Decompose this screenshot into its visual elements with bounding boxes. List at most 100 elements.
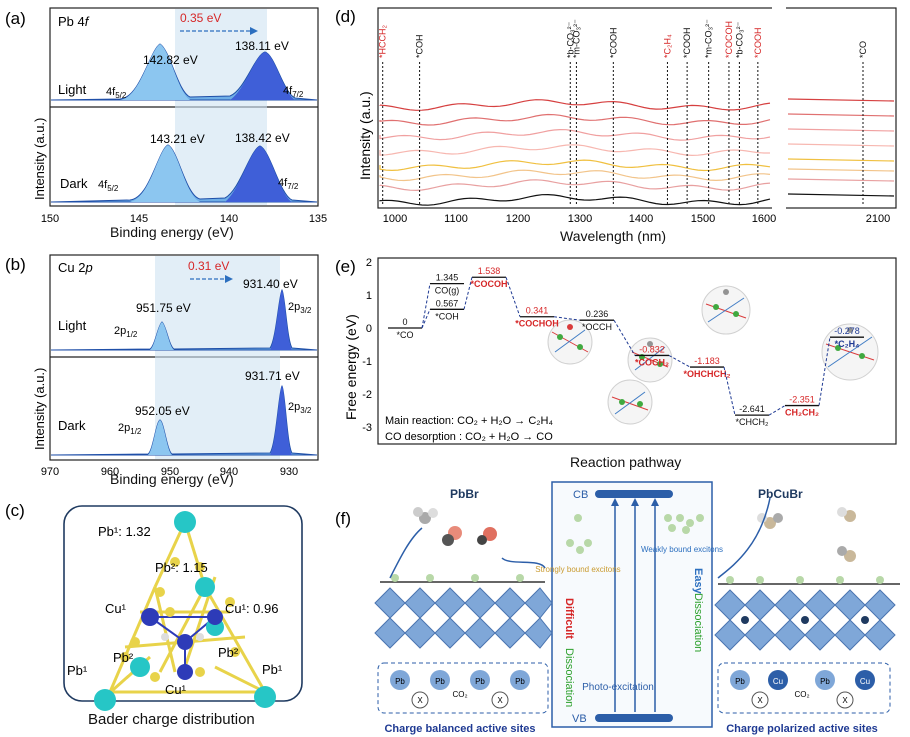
panel-b-dark-condition: Dark xyxy=(58,418,86,433)
panel-c-label-6: Pb¹ xyxy=(67,663,88,678)
marker-label-4: *COOH xyxy=(608,27,618,58)
panel-f-svg: (f) CB VB Photo-excitation Strongly boun… xyxy=(335,481,900,735)
level-label-0: *CO xyxy=(396,330,413,340)
atom-pb1-top xyxy=(174,511,196,533)
pb-label-5: Pb xyxy=(735,677,745,686)
panel-a-light-orb2: 4f7/2 xyxy=(283,85,304,99)
panel-b-svg: (b) Cu 2p 0.31 eV 931.40 eV 951.75 eV Li… xyxy=(5,254,319,478)
x-label-4: X xyxy=(842,696,848,705)
panel-f-left-product-path xyxy=(389,527,423,579)
panel-b-letter: (b) xyxy=(5,255,26,274)
level-value-5: 0.236 xyxy=(586,309,609,319)
panel-d-xtick-1: 1100 xyxy=(444,213,468,225)
panel-a-xtick-0: 150 xyxy=(41,213,59,225)
panel-b-dark-orb1: 2p1/2 xyxy=(118,422,142,436)
atom-pb1-right xyxy=(254,686,276,708)
marker-label-10: *COOH xyxy=(753,27,763,58)
panel-e-ytick-2: 0 xyxy=(366,323,372,335)
connector-1 xyxy=(421,283,431,329)
panel-d-letter: (d) xyxy=(335,7,356,26)
panel-b-light-peak1-label: 951.75 eV xyxy=(136,301,191,315)
panel-d-xtick-7: 2100 xyxy=(866,213,890,225)
panel-c-label-4: Pb² xyxy=(113,650,134,665)
level-value-1: 1.345 xyxy=(436,273,459,283)
atom-pb2-left xyxy=(130,657,150,677)
panel-f-co2-right: CO₂ xyxy=(794,690,809,699)
marker-label-6: *COOH xyxy=(682,27,692,58)
panel-b-xlabel: Binding energy (eV) xyxy=(110,471,234,487)
level-label-6: *COCH₂ xyxy=(635,357,669,367)
x-label-3: X xyxy=(757,696,763,705)
panel-e-structures xyxy=(547,285,879,425)
cu-label-2: Cu xyxy=(860,677,870,686)
panel-e-svg: (e) 2 1 0 -1 -2 -3 0*CO1.345CO(g)0.567*C… xyxy=(335,257,897,445)
spectrum-line-right-1 xyxy=(787,178,895,182)
panel-a-xtick-2: 140 xyxy=(220,213,238,225)
panel-b-xtick-4: 930 xyxy=(280,466,298,478)
panel-f-easy: Easy xyxy=(692,568,704,595)
panel-c-frame xyxy=(63,505,303,702)
spectrum-line-6 xyxy=(379,113,771,126)
level-value-2: 0.567 xyxy=(436,298,459,308)
level-label-3: *COCOH xyxy=(470,279,507,289)
marker-label-9: *b-CO₃²⁻ xyxy=(734,21,744,58)
panel-f-letter: (f) xyxy=(335,509,351,528)
panel-e-frame xyxy=(377,257,897,445)
panel-a-light-peak2 xyxy=(230,52,295,100)
level-value-6: -0.832 xyxy=(639,344,665,354)
spectrum-line-right-7 xyxy=(787,98,895,102)
panel-a-xtick-1: 145 xyxy=(130,213,148,225)
panel-f-right-title: PbCuBr xyxy=(758,487,803,501)
panel-a-shift-arrowhead xyxy=(250,27,258,35)
panel-f-arrowheads xyxy=(611,498,659,506)
spectrum-line-3 xyxy=(379,159,771,172)
panel-a-dark-peak1-label: 143.21 eV xyxy=(150,132,205,146)
spectrum-line-right-4 xyxy=(787,143,895,147)
connector-3 xyxy=(463,277,473,310)
panel-a-xticks: 150 145 140 135 xyxy=(41,213,327,225)
panel-e-ytick-4: -2 xyxy=(362,389,372,401)
pb-label-4: Pb xyxy=(515,677,525,686)
panel-b-xticks: 970 960 950 940 930 xyxy=(41,466,298,478)
level-label-2: *COH xyxy=(435,311,459,321)
panel-b-xtick-0: 970 xyxy=(41,466,59,478)
marker-label-3: *m-CO₃²⁻ xyxy=(571,19,581,58)
panel-e-yticks: 2 1 0 -1 -2 -3 xyxy=(362,257,372,434)
panel-c-label-0: Pb¹: 1.32 xyxy=(98,524,151,539)
panel-b: (b) Cu 2p 0.31 eV 931.40 eV 951.75 eV Li… xyxy=(0,250,330,490)
panel-a-xlabel: Binding energy (eV) xyxy=(110,224,234,240)
marker-label-0: *HCCH₂ xyxy=(378,24,388,58)
level-value-0: 0 xyxy=(402,317,407,327)
panel-f-vb-label: VB xyxy=(572,713,587,725)
spectrum-line-right-2 xyxy=(787,168,895,172)
marker-label-2: *b-CO₃²⁻ xyxy=(565,21,575,58)
panel-c-label-3: Cu¹: 0.96 xyxy=(225,601,278,616)
panel-e-ytick-5: -3 xyxy=(362,422,372,434)
panel-c-label-7: Pb¹ xyxy=(262,662,283,677)
marker-label-5: *C₂H₄ xyxy=(662,34,672,58)
panel-b-light-peak2 xyxy=(270,290,292,350)
pb-label-2: Pb xyxy=(435,677,445,686)
connector-8 xyxy=(723,366,736,416)
panel-e-ytick-0: 2 xyxy=(366,257,372,269)
spectrum-line-7 xyxy=(379,99,771,111)
panel-b-xtick-3: 940 xyxy=(220,466,238,478)
pb-label-1: Pb xyxy=(395,677,405,686)
panel-b-shift-band xyxy=(155,256,280,459)
panel-f-difficult: Difficult xyxy=(563,598,575,639)
level-value-8: -2.641 xyxy=(739,404,765,414)
marker-label-11: *CO xyxy=(858,41,868,58)
panel-a-light-peak1-label: 142.82 eV xyxy=(143,53,198,67)
panel-b-light-orb1: 2p1/2 xyxy=(114,325,138,339)
structure-2 xyxy=(627,337,673,383)
panel-c-label-8: Cu¹ xyxy=(165,682,187,697)
cu-label-1: Cu xyxy=(773,677,783,686)
panel-f-molecules-left xyxy=(413,507,497,546)
panel-f-excitons-left xyxy=(566,514,592,554)
connector-5 xyxy=(553,316,581,321)
panel-f-right-site xyxy=(730,670,875,709)
panel-d-frame xyxy=(377,7,897,209)
panel-d-xtick-6: 1600 xyxy=(752,213,776,225)
panel-d-markers: *HCCH₂*COH*b-CO₃²⁻*m-CO₃²⁻*COOH*C₂H₄*COO… xyxy=(378,19,868,205)
panel-b-light-peak2-label: 931.40 eV xyxy=(243,277,298,291)
